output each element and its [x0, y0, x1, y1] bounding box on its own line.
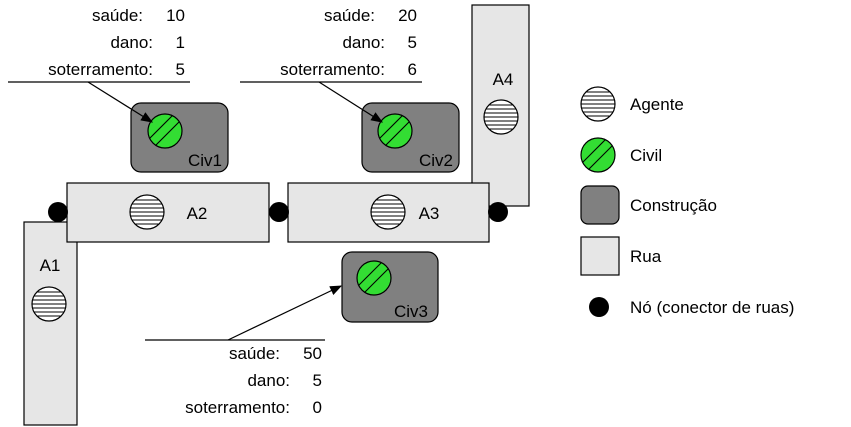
street-a1: A1	[23, 221, 78, 426]
stats-civ1: saúde: 10 dano: 1 soterramento: 5	[8, 6, 190, 123]
stat-damage-value: 1	[176, 33, 185, 52]
legend-label-node: Nó (conector de ruas)	[630, 298, 794, 317]
agent-icon	[32, 287, 66, 321]
stat-health-value: 10	[166, 6, 185, 25]
street-label-a3: A3	[419, 204, 440, 223]
legend-item-civilian: Civil	[581, 138, 662, 172]
civilian-icon	[378, 114, 412, 148]
stat-health-label: saúde:	[324, 6, 375, 25]
street-label-a1: A1	[40, 256, 61, 275]
node-icon	[488, 202, 508, 222]
street-a3: A3	[287, 182, 490, 243]
legend-label-agent: Agente	[630, 95, 684, 114]
stat-buried-value: 0	[313, 398, 322, 417]
stat-damage-label: dano:	[110, 33, 153, 52]
agent-icon	[130, 195, 164, 229]
stat-damage-value: 5	[408, 33, 417, 52]
agent-icon	[484, 100, 518, 134]
building-civ1: Civ1	[130, 102, 229, 173]
legend-item-street: Rua	[580, 236, 662, 276]
node-icon	[589, 297, 609, 317]
building-label-civ2: Civ2	[419, 151, 453, 170]
civilian-icon	[357, 261, 391, 295]
stat-health-label: saúde:	[229, 344, 280, 363]
node-icon	[269, 202, 289, 222]
legend-item-node: Nó (conector de ruas)	[589, 297, 794, 317]
stats-civ3: saúde: 50 dano: 5 soterramento: 0	[145, 285, 343, 417]
street-a2: A2	[66, 182, 270, 243]
pointer-arrow	[318, 81, 384, 123]
legend-item-agent: Agente	[581, 87, 684, 121]
stat-buried-label: soterramento:	[48, 60, 153, 79]
stat-damage-value: 5	[313, 371, 322, 390]
agent-icon	[581, 87, 615, 121]
building-label-civ1: Civ1	[188, 151, 222, 170]
building-civ3: Civ3	[341, 251, 439, 323]
street-a4: A4	[471, 4, 530, 207]
street-swatch-icon	[580, 236, 620, 276]
legend: Agente Civil Construção Rua Nó (conector…	[580, 87, 794, 317]
building-label-civ3: Civ3	[394, 302, 428, 321]
stats-civ2: saúde: 20 dano: 5 soterramento: 6	[240, 6, 422, 123]
civilian-icon	[148, 114, 182, 148]
stat-health-value: 20	[398, 6, 417, 25]
stat-buried-value: 5	[176, 60, 185, 79]
stat-health-value: 50	[303, 344, 322, 363]
stat-health-label: saúde:	[92, 6, 143, 25]
stat-buried-label: soterramento:	[280, 60, 385, 79]
street-label-a2: A2	[187, 204, 208, 223]
stat-buried-label: soterramento:	[185, 398, 290, 417]
building-swatch-icon	[580, 185, 620, 225]
pointer-arrow	[87, 81, 154, 123]
street-label-a4: A4	[493, 70, 514, 89]
civilian-icon	[581, 138, 615, 172]
stat-buried-value: 6	[408, 60, 417, 79]
legend-label-civilian: Civil	[630, 146, 662, 165]
legend-label-building: Construção	[630, 196, 717, 215]
legend-label-street: Rua	[630, 247, 662, 266]
stat-damage-label: dano:	[247, 371, 290, 390]
stat-damage-label: dano:	[342, 33, 385, 52]
legend-item-building: Construção	[580, 185, 717, 225]
pointer-arrow	[227, 285, 343, 341]
node-icon	[48, 202, 68, 222]
building-civ2: Civ2	[361, 102, 460, 173]
agent-icon	[371, 195, 405, 229]
